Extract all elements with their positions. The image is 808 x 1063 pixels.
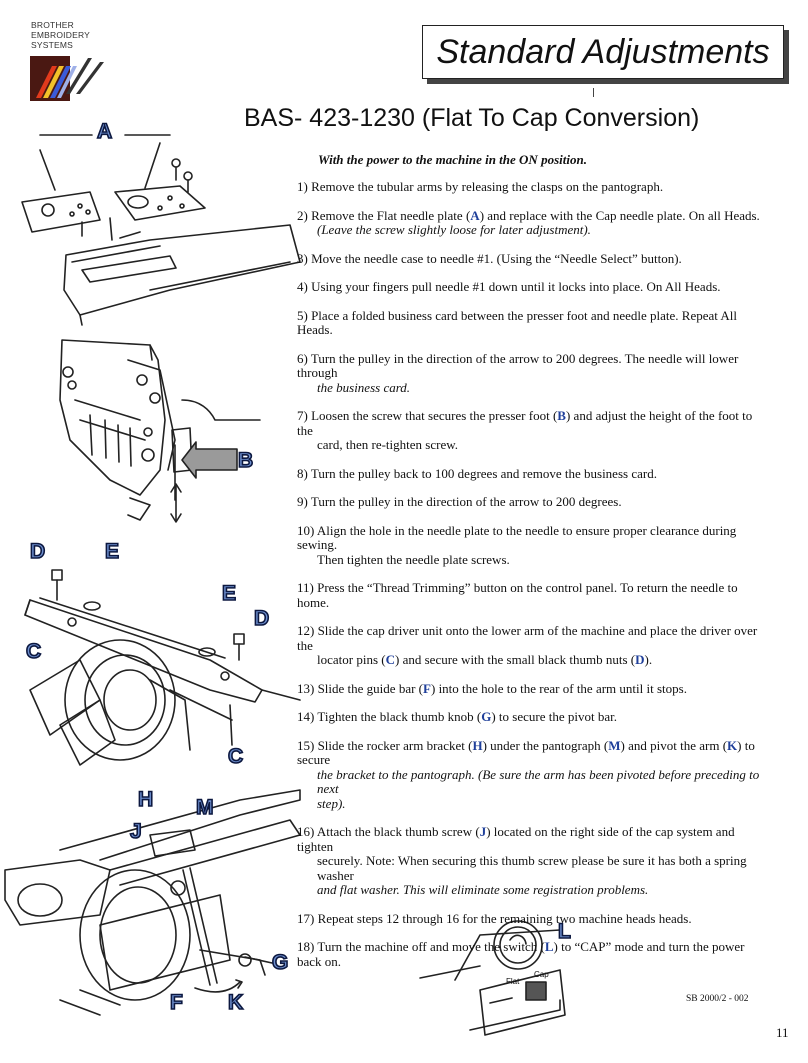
- needle-plate-figure: [21, 134, 301, 326]
- part-reference: J: [479, 824, 487, 839]
- step-4: 4) Using your fingers pull needle #1 dow…: [297, 279, 721, 294]
- callout-f: F: [169, 990, 183, 1015]
- step-15: 15) Slide the rocker arm bracket (H) und…: [297, 737, 760, 811]
- callout-b: B: [237, 448, 254, 473]
- part-reference: M: [608, 737, 621, 753]
- callout-j: J: [129, 819, 142, 844]
- step-16: 16) Attach the black thumb screw (J) loc…: [297, 824, 747, 897]
- title-box: Standard Adjustments: [422, 25, 784, 79]
- switch-flat-label: Flat: [506, 977, 520, 986]
- step-7: 7) Loosen the screw that secures the pre…: [297, 408, 753, 452]
- step-6: 6) Turn the pulley in the direction of t…: [297, 350, 739, 395]
- page-title: Standard Adjustments: [436, 33, 770, 71]
- intro-note: With the power to the machine in the ON …: [318, 152, 587, 167]
- part-reference: L: [544, 939, 554, 954]
- document-code: SB 2000/2 - 002: [686, 994, 749, 1004]
- presser-foot-figure: [59, 339, 261, 523]
- steps-list: 1) Remove the tubular arms by releasing …: [297, 179, 762, 983]
- step-17: 17) Repeat steps 12 through 16 for the r…: [297, 910, 692, 926]
- callout-k: K: [227, 990, 244, 1015]
- step-10: 10) Align the hole in the needle plate t…: [297, 522, 737, 567]
- step-18: 18) Turn the machine off and move the sw…: [297, 939, 745, 969]
- part-reference: F: [423, 680, 431, 696]
- document-heading: BAS- 423-1230 (Flat To Cap Conversion): [244, 104, 700, 132]
- callout-l: L: [557, 919, 571, 944]
- callout-h: H: [137, 787, 154, 812]
- callout-a: A: [96, 119, 113, 144]
- company-logo-text: BROTHER EMBROIDERY SYSTEMS: [31, 20, 90, 50]
- logo-line: SYSTEMS: [31, 40, 74, 50]
- part-reference: K: [727, 737, 738, 753]
- callout-e: E: [104, 539, 120, 564]
- callout-c: C: [227, 744, 244, 769]
- logo-line: BROTHER: [31, 20, 74, 30]
- page-number: 11: [776, 1025, 789, 1040]
- switch-panel-figure: [419, 920, 566, 1036]
- step-14: 14) Tighten the black thumb knob (G) to …: [297, 709, 617, 724]
- step-9: 9) Turn the pulley in the direction of t…: [297, 494, 622, 509]
- switch-cap-label: Cap: [534, 970, 549, 979]
- divider: [593, 88, 594, 97]
- step-11: 11) Press the “Thread Trimming” button o…: [297, 580, 738, 610]
- step-1: 1) Remove the tubular arms by releasing …: [297, 179, 664, 194]
- part-reference: H: [472, 737, 483, 753]
- arrow-b-pointer: [181, 441, 238, 479]
- callout-e: E: [221, 581, 237, 606]
- rocker-arm-figure: [4, 789, 301, 1016]
- step-3: 3) Move the needle case to needle #1. (U…: [297, 250, 682, 266]
- part-reference: G: [481, 709, 492, 724]
- callout-c: C: [25, 639, 42, 664]
- step-5: 5) Place a folded business card between …: [297, 307, 738, 337]
- step-12: 12) Slide the cap driver unit onto the l…: [297, 623, 758, 667]
- step-2: 2) Remove the Flat needle plate (A) and …: [297, 207, 760, 237]
- cap-driver-figure: [24, 569, 301, 766]
- part-reference: B: [557, 408, 566, 423]
- callout-d: D: [253, 606, 270, 631]
- logo-line: EMBROIDERY: [31, 30, 90, 40]
- callout-g: G: [271, 950, 289, 975]
- callout-m: M: [195, 795, 214, 820]
- part-reference: A: [470, 207, 480, 223]
- part-reference: C: [385, 652, 395, 667]
- part-reference: D: [635, 652, 645, 667]
- step-13: 13) Slide the guide bar (F) into the hol…: [297, 680, 687, 696]
- step-8: 8) Turn the pulley back to 100 degrees a…: [297, 465, 657, 481]
- callout-d: D: [29, 539, 46, 564]
